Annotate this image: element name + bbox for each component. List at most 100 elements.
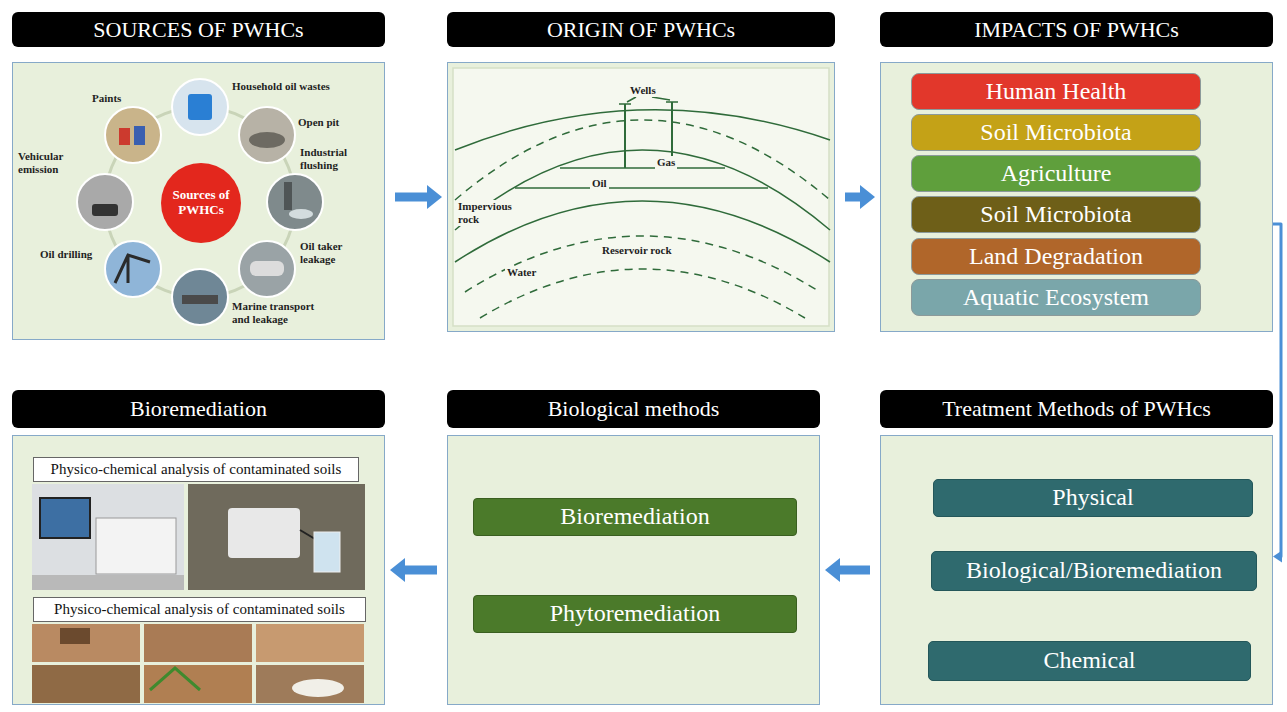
box-text: Aquatic Ecosystem [963,284,1149,312]
source-photo-detail [250,261,284,276]
panel-body: BioremediationPhytoremediation [447,435,820,705]
oil-trap-sketch [465,236,820,292]
source-label: Marine transport and leakage [232,300,332,326]
oil-trap-sketch [515,187,768,189]
source-photo-detail [289,209,313,219]
label-holder: Industrial flushing [300,146,380,173]
strata-label: Reservoir rock [600,244,674,257]
label-holder: Vehicular emission [18,150,80,177]
panel-ground [12,62,1273,705]
source-label: Open pit [298,116,339,129]
oil-trap-sketch [671,102,673,168]
source-label: Oil drilling [40,248,92,261]
method-box: Phytoremediation [473,595,797,633]
arrow-head [390,558,405,582]
impact-box: Agriculture [911,155,1201,192]
label-holder: Gas [655,152,677,170]
lab-photo [40,498,90,538]
box-text: Physico-chemical analysis of contaminate… [51,461,342,478]
source-photo [239,107,295,163]
source-photo [77,79,323,325]
source-photo-detail [134,126,145,145]
panel-heading: Treatment Methods of PWHcs [942,396,1211,421]
impact-box: Aquatic Ecosystem [911,279,1201,316]
source-photo-detail [115,255,150,283]
arrow-shaft [395,193,432,202]
strata-label: Gas [655,156,677,169]
soil-photo [32,624,140,662]
source-hub-circle: Sources of PWHCs [161,163,241,243]
panel-ground [880,435,1273,705]
panel-body: Human HealthSoil MicrobiotaAgricultureSo… [880,62,1273,332]
flow-arrow [395,185,442,209]
arrow-head [825,558,840,582]
panel-ground [12,62,385,340]
panel-body: Physico-chemical analysis of contaminate… [12,435,385,705]
source-photo-detail [92,204,118,216]
box-text: Land Degradation [969,243,1143,271]
source-photo [267,174,323,230]
soil-photo [32,665,140,703]
arrow-head [1273,551,1282,563]
impact-box: Land Degradation [911,238,1201,275]
panel-header: Bioremediation [12,390,385,428]
source-photo [172,269,228,325]
label-holder: Marine transport and leakage [232,300,332,327]
oil-trap-sketch [624,104,626,168]
treatment-box: Chemical [928,641,1251,681]
treatment-box: Biological/Bioremediation [931,551,1257,591]
impact-box: Soil Microbiota [911,196,1201,233]
arrow-head [427,185,442,209]
label-holder: Oil drilling [40,244,92,262]
panel-header: Treatment Methods of PWHcs [880,390,1273,428]
oil-trap-sketch [453,68,830,326]
panel-header: SOURCES OF PWHCs [12,12,385,47]
arrow-shaft [1273,224,1281,557]
source-photo [105,107,161,163]
panel-body [447,62,835,332]
flow-arrow [845,185,875,209]
lab-photo [228,508,300,558]
stage-panel: Biological methodsBioremediationPhytorem… [447,390,820,705]
box-text: Bioremediation [560,503,709,531]
soil-photo [150,668,200,690]
panel-ground [12,435,385,705]
strata-label: Wells [628,84,658,97]
source-label: Household oil wastes [232,80,330,93]
hub-text: Sources of PWHCs [168,188,234,218]
source-label: Oil taker leakage [300,240,372,266]
box-text: Chemical [1044,647,1136,675]
box-text: Phytoremediation [550,600,721,628]
panel-ground [447,62,835,332]
stage-panel: IMPACTS OF PWHCsHuman HealthSoil Microbi… [880,12,1273,332]
oil-trap-sketch [453,68,829,326]
flow-arrow [1273,224,1282,563]
lab-photo [32,575,184,590]
box-text: Soil Microbiota [980,201,1131,229]
label-holder: Oil taker leakage [300,240,372,267]
label-holder: Impervious rock [456,200,508,227]
panel-body: PhysicalBiological/BioremediationChemica… [880,435,1273,705]
box-text: Agriculture [1001,160,1112,188]
source-photo-detail [188,94,212,120]
soil-photo [144,665,252,703]
box-text: Human Health [986,78,1127,106]
lab-photo [96,518,176,574]
soil-photo [144,624,252,662]
arrow-head [860,185,875,209]
label-holder: Reservoir rock [600,240,674,258]
box-text: Physical [1052,484,1133,512]
source-label: Vehicular emission [18,150,80,176]
source-label: Paints [92,92,121,105]
lab-photo [188,484,365,590]
panel-header: IMPACTS OF PWHCs [880,12,1273,47]
source-photo-detail [284,182,292,210]
stage-panel: SOURCES OF PWHCsSources of PWHCs [12,12,385,340]
panel-ground [447,435,820,705]
photo-caption: Physico-chemical analysis of contaminate… [33,597,366,622]
panel-ground [880,62,1273,332]
source-photo-detail [249,132,285,148]
panel-heading: ORIGIN OF PWHCs [547,17,735,42]
stage-panel: BioremediationPhysico-chemical analysis … [12,390,385,705]
